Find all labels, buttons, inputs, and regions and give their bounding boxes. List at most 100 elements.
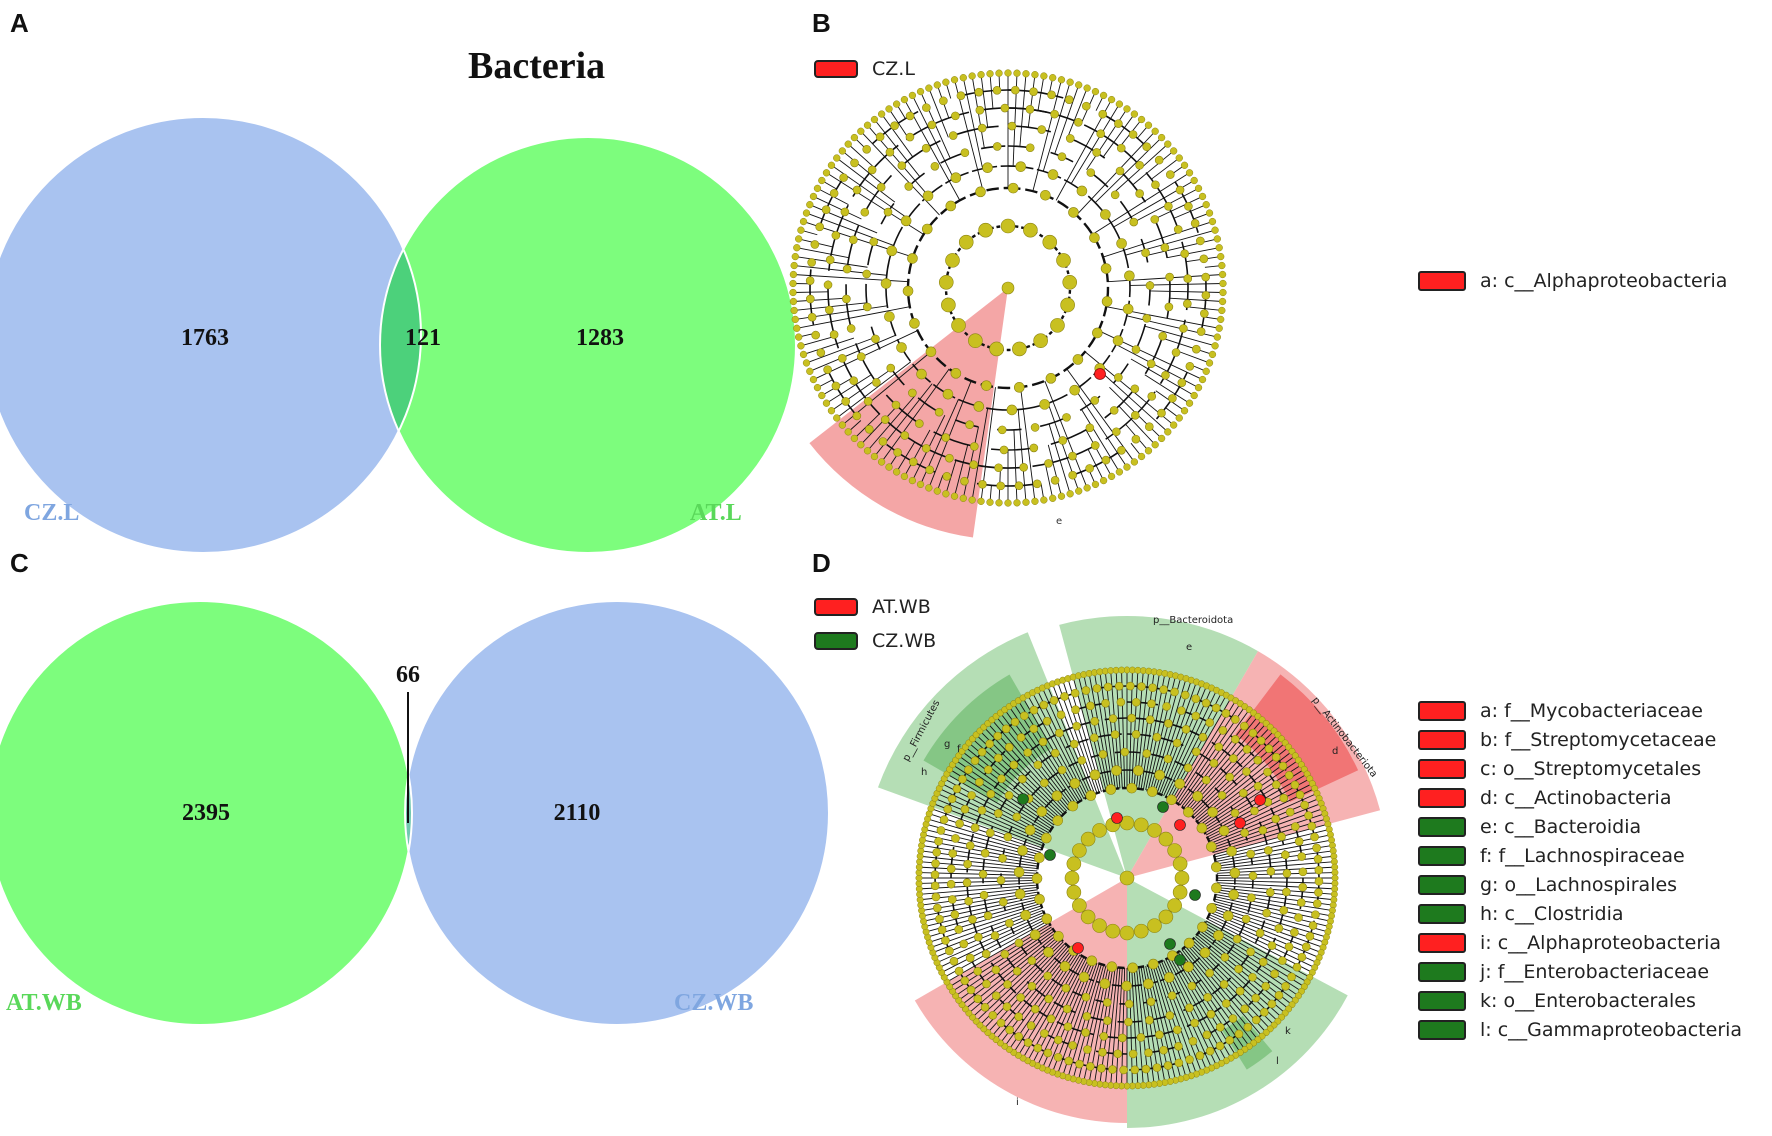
branch	[1041, 687, 1091, 796]
tip-node	[1115, 100, 1124, 108]
cladogram-b-tree	[789, 69, 1227, 507]
tree-node	[1031, 873, 1043, 884]
tree-node	[1062, 1004, 1072, 1014]
tree-node	[988, 1011, 998, 1020]
tree-node	[1009, 760, 1019, 770]
tree-node	[922, 190, 934, 202]
tree-node	[1150, 215, 1160, 224]
tree-node	[991, 991, 1001, 1001]
tree-node	[1000, 218, 1016, 234]
branch	[1027, 956, 1085, 1062]
tree-node	[1145, 1015, 1154, 1025]
branch	[1215, 839, 1332, 863]
tree-node	[1201, 291, 1211, 300]
tree-node	[1016, 993, 1025, 1002]
legend-item: l: c__Gammaproteobacteria	[1418, 1015, 1742, 1044]
tree-node	[1085, 423, 1095, 433]
tree-node	[935, 914, 944, 924]
sector-label-k: k	[1285, 1026, 1291, 1037]
tip-node	[799, 350, 808, 359]
tree-node	[950, 368, 962, 379]
tree-node	[1152, 1063, 1162, 1072]
tree-node	[1162, 702, 1171, 711]
tip-node	[1213, 235, 1221, 243]
tree-node	[1206, 902, 1218, 914]
tree-node	[1248, 972, 1257, 982]
tree-node	[1218, 825, 1230, 837]
tree-node	[1047, 90, 1056, 100]
tree-node	[1294, 913, 1303, 922]
tree-node	[1127, 962, 1139, 974]
tree-node	[1033, 760, 1043, 770]
tree-node	[1003, 832, 1013, 842]
tree-node	[1096, 129, 1106, 139]
branch-arc	[935, 357, 947, 368]
tree-node	[1190, 219, 1200, 228]
tree-node	[970, 823, 980, 832]
branch-arc	[1039, 418, 1064, 428]
tree-node	[1304, 811, 1313, 820]
legend-swatch	[814, 632, 858, 650]
branch-arc	[964, 376, 977, 384]
tip-node	[995, 499, 1003, 507]
branch	[1169, 297, 1223, 302]
tree-node	[994, 463, 1003, 473]
branch-arc	[1025, 188, 1038, 194]
branch-arc	[1083, 124, 1141, 166]
tree-node	[1159, 1045, 1168, 1055]
tree-node	[1050, 476, 1060, 485]
tip-node	[1211, 342, 1219, 350]
tree-node	[975, 777, 984, 787]
branch	[1208, 916, 1315, 968]
legend-item: h: c__Clostridia	[1418, 899, 1742, 928]
legend-swatch	[1418, 874, 1466, 895]
tree-node	[1005, 918, 1014, 928]
tree-node	[1154, 769, 1165, 781]
tip-node	[995, 69, 1003, 77]
tip-node	[1205, 359, 1214, 367]
tree-node	[1126, 782, 1138, 794]
tree-node	[1217, 791, 1227, 800]
tree-node	[1142, 749, 1152, 758]
tree-node	[1167, 991, 1177, 1000]
tree-node	[1051, 790, 1063, 802]
branch-arc	[964, 331, 969, 336]
tip-node	[1208, 350, 1217, 359]
tree-node	[973, 966, 983, 976]
branch-arc	[907, 296, 912, 309]
branch-arc	[996, 225, 1001, 229]
tip-node	[838, 421, 846, 429]
tree-node	[982, 979, 991, 989]
tree-node	[862, 302, 872, 312]
tip-node	[1218, 297, 1227, 306]
panel-d-group-legend-item-czwb: CZ.WB	[814, 630, 936, 652]
tree-node	[1068, 470, 1077, 480]
tree-node	[862, 269, 871, 279]
tree-node	[1214, 742, 1224, 752]
tree-node	[1211, 882, 1222, 894]
tree-node	[950, 910, 960, 919]
tip-node	[1157, 133, 1166, 142]
tree-node	[1106, 961, 1118, 973]
tree-node	[1164, 719, 1173, 728]
tree-node	[1064, 1056, 1074, 1066]
legend-swatch	[1418, 758, 1466, 779]
tree-node	[1027, 956, 1037, 965]
branch	[1000, 712, 1073, 807]
sector-k	[1222, 1015, 1273, 1070]
legend-swatch	[1418, 932, 1466, 953]
branch	[1102, 113, 1135, 158]
tree-node	[1105, 923, 1121, 939]
branch	[919, 884, 1038, 895]
tip-node	[1190, 176, 1198, 185]
venn-a-left-label: CZ.L	[24, 500, 79, 526]
tree-node	[863, 396, 873, 406]
tip-node	[827, 161, 836, 169]
tree-node	[932, 848, 942, 857]
branch-arc	[845, 284, 852, 328]
branch-arc	[1040, 843, 1045, 851]
tree-node	[1029, 443, 1039, 453]
branch	[1013, 429, 1018, 503]
tree-node	[1085, 464, 1094, 473]
tree-node	[980, 1003, 990, 1012]
